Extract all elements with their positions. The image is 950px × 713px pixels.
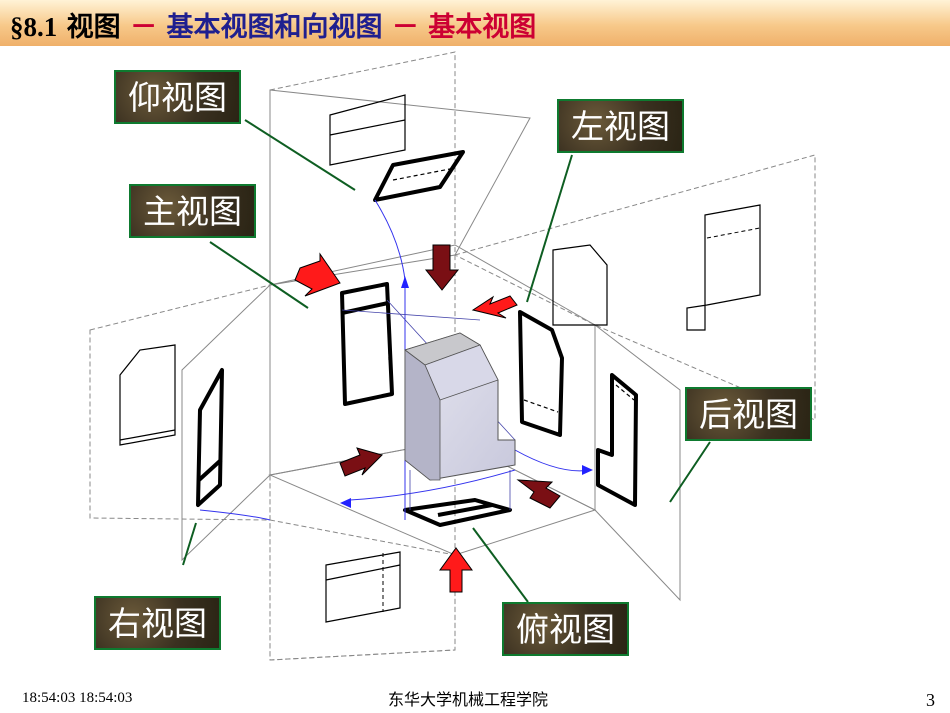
label-front-view: 主视图 — [129, 184, 256, 238]
projection-arrowheads — [340, 276, 593, 508]
footer-institution: 东华大学机械工程学院 — [388, 690, 549, 709]
title-section: §8.1 — [10, 12, 58, 42]
top-arrow — [424, 244, 460, 291]
front-view-outline — [340, 282, 394, 406]
front-arrow — [294, 252, 341, 297]
view-direction-arrows — [294, 244, 561, 593]
title-part3: 基本视图 — [428, 12, 537, 43]
footer-timestamp: 18:54:03 18:54:03 — [22, 690, 133, 706]
left-view-outline — [518, 310, 564, 437]
right-view-plane — [89, 284, 271, 521]
title-part1: 视图 — [66, 12, 121, 43]
projection-arcs — [199, 199, 591, 521]
title-part2: 基本视图和向视图 — [166, 12, 383, 43]
solid-block — [404, 332, 516, 481]
view-outlines — [196, 150, 638, 527]
label-left-view: 左视图 — [557, 99, 684, 153]
title-dash1: － — [130, 12, 158, 43]
label-back-view: 后视图 — [685, 387, 812, 441]
bottom-arrow — [439, 547, 473, 593]
right-view-outline — [196, 368, 224, 507]
plane-sketches — [119, 94, 761, 623]
title-dash2: － — [391, 12, 419, 43]
title-bar: §8.1 视图 － 基本视图和向视图 － 基本视图 — [0, 0, 950, 46]
label-top-view: 俯视图 — [502, 602, 629, 656]
leader-lines — [182, 119, 711, 603]
footer-page-number: 3 — [926, 690, 935, 710]
page-title: §8.1 视图 － 基本视图和向视图 － 基本视图 — [10, 5, 536, 44]
back-arrow — [516, 479, 561, 509]
label-right-view: 右视图 — [94, 596, 221, 650]
back-view-outline — [596, 373, 638, 507]
right-arrow — [339, 447, 383, 477]
label-bottom-view: 仰视图 — [114, 70, 241, 124]
bottom-view-outline — [373, 150, 465, 202]
left-view-plane — [453, 154, 816, 421]
left-arrow — [471, 295, 518, 319]
